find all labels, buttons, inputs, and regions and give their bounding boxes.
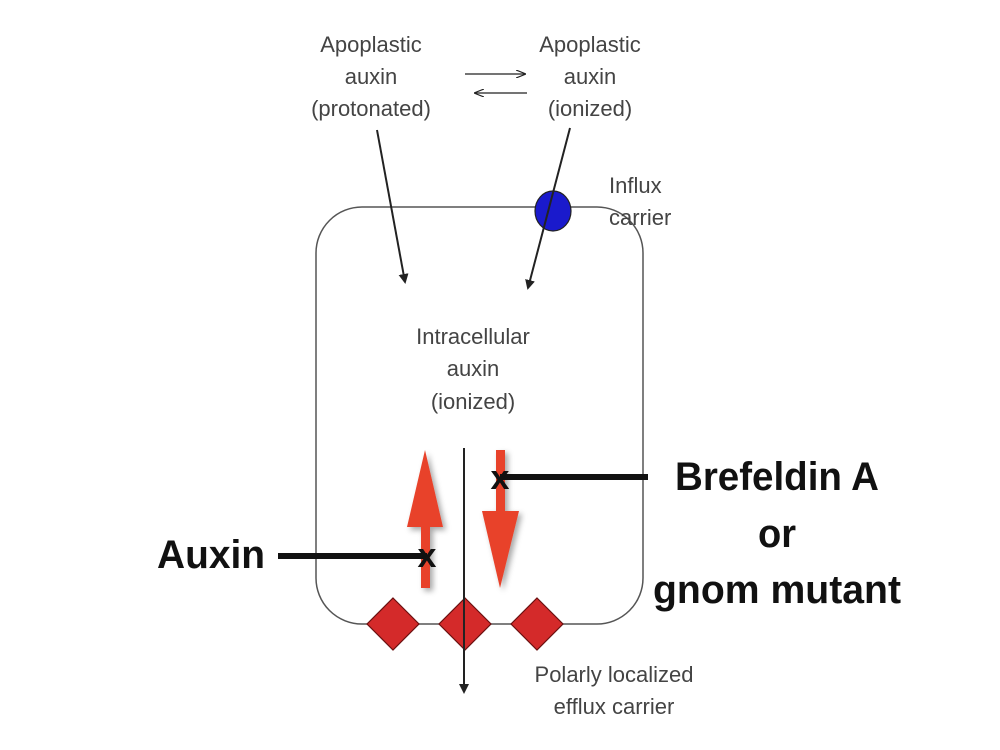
label-line: Polarly localized [535,662,694,687]
label-line: (ionized) [548,96,632,121]
brefeldin-label: Brefeldin A or gnom mutant [653,455,901,612]
label-line: or [758,512,796,556]
label-line: auxin [564,64,617,89]
apoplastic-auxin-protonated-label: Apoplastic auxin (protonated) [311,32,431,121]
endocytosis-arrow [482,450,519,588]
influx-carrier-label: Influx carrier [609,173,671,230]
label-line: Apoplastic [320,32,422,57]
auxin-inhibitor-label: Auxin [157,533,265,577]
apoplastic-auxin-ionized-label: Apoplastic auxin (ionized) [539,32,641,121]
cell-membrane [315,206,644,625]
influx-arrow [525,127,571,290]
efflux-carrier-label: Polarly localized efflux carrier [535,662,694,719]
label-line: gnom mutant [653,568,901,612]
label-line: (ionized) [431,389,515,414]
label-line: Apoplastic [539,32,641,57]
efflux-carriers [366,597,564,651]
label-line: Influx [609,173,662,198]
label-line: Brefeldin A [675,455,879,499]
label-line: auxin [447,356,500,381]
block-mark-icon: x [491,459,510,497]
label-line: (protonated) [311,96,431,121]
efflux-carrier-icon [510,597,564,651]
label-line: auxin [345,64,398,89]
diffusion-arrow [376,129,409,284]
efflux-carrier-icon [366,597,420,651]
block-mark-icon: x [418,537,437,575]
influx-carrier-icon [534,190,572,232]
label-line: carrier [609,205,671,230]
intracellular-auxin-label: Intracellular auxin (ionized) [416,324,530,414]
label-line: Intracellular [416,324,530,349]
label-line: efflux carrier [554,694,675,719]
